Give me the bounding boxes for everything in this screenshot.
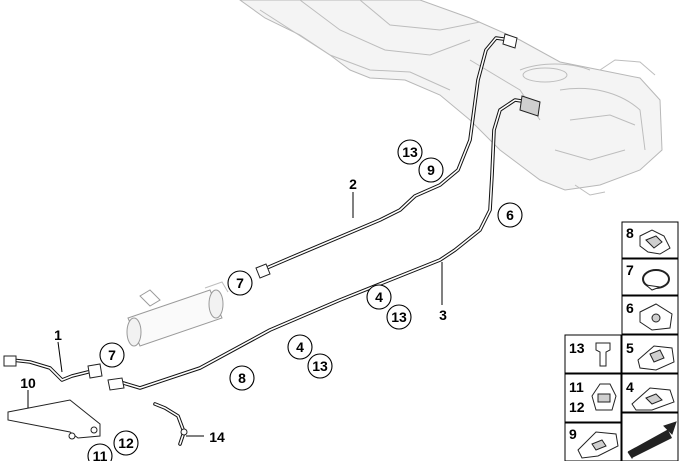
svg-text:4: 4 (626, 379, 634, 395)
leader-lines (27, 192, 443, 437)
callout-13-low: 13 (307, 353, 333, 379)
svg-text:4: 4 (296, 339, 304, 355)
callout-13-top: 13 (397, 139, 423, 165)
fuel-line-3 (107, 95, 541, 391)
bracket-10 (7, 399, 101, 440)
svg-text:7: 7 (236, 275, 244, 291)
svg-text:7: 7 (108, 347, 116, 363)
label-1: 1 (54, 327, 62, 343)
part-cell-6: 6 (621, 295, 679, 335)
svg-text:6: 6 (506, 207, 514, 223)
svg-text:6: 6 (626, 300, 634, 316)
callout-4-low: 4 (287, 334, 313, 360)
parts-panel: 8 7 6 5 4 (564, 221, 679, 461)
part-cell-11-12: 11 12 (564, 373, 622, 423)
svg-text:9: 9 (427, 162, 435, 178)
callout-12: 12 (113, 430, 139, 456)
callout-9-top: 9 (418, 157, 444, 183)
fuel-filter (126, 281, 229, 347)
svg-text:1: 1 (54, 327, 62, 343)
svg-text:8: 8 (626, 225, 634, 241)
callout-13-mid: 13 (386, 304, 412, 330)
part-cell-13: 13 (564, 334, 622, 374)
callout-4-mid: 4 (366, 284, 392, 310)
fuel-line-2 (255, 33, 518, 279)
callout-7-left: 7 (99, 342, 125, 368)
callouts: 13 9 2 6 7 3 4 13 1 (20, 139, 523, 461)
label-14: 14 (209, 429, 225, 445)
part-cell-8: 8 (621, 221, 679, 259)
svg-text:9: 9 (569, 426, 577, 442)
svg-text:14: 14 (209, 429, 225, 445)
callout-7-mid: 7 (227, 270, 253, 296)
callout-8: 8 (229, 365, 255, 391)
callout-11: 11 (87, 443, 113, 461)
svg-text:4: 4 (375, 289, 383, 305)
svg-text:11: 11 (569, 379, 584, 395)
arrow-cell (621, 412, 679, 461)
svg-text:11: 11 (93, 448, 108, 461)
svg-text:13: 13 (312, 358, 328, 374)
svg-text:13: 13 (569, 340, 585, 356)
part-cell-5: 5 (621, 334, 679, 374)
svg-text:10: 10 (20, 375, 36, 391)
svg-text:13: 13 (402, 144, 418, 160)
svg-text:2: 2 (349, 176, 357, 192)
label-2: 2 (349, 176, 357, 192)
svg-text:7: 7 (626, 262, 634, 278)
fuel-tank-ghost (239, 0, 663, 196)
label-3: 3 (439, 307, 447, 323)
svg-text:8: 8 (238, 370, 246, 386)
label-10: 10 (20, 375, 36, 391)
part-cell-4: 4 (621, 373, 679, 413)
svg-text:12: 12 (118, 435, 134, 451)
fuel-line-1 (3, 355, 103, 382)
svg-text:13: 13 (391, 309, 407, 325)
svg-text:12: 12 (569, 399, 585, 415)
part-cell-7: 7 (621, 258, 679, 296)
bracket-14 (153, 402, 188, 446)
svg-text:3: 3 (439, 307, 447, 323)
callout-6: 6 (497, 202, 523, 228)
svg-text:5: 5 (626, 340, 634, 356)
part-cell-9: 9 (564, 422, 622, 461)
